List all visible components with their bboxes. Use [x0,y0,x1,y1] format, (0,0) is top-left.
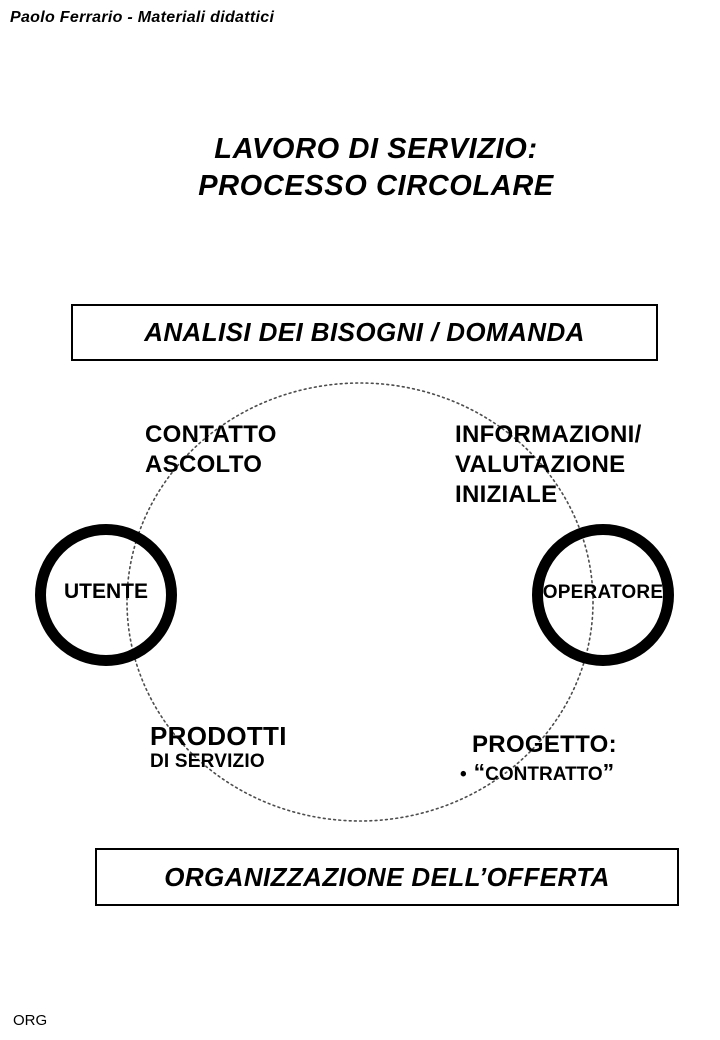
phase-contatto-line-2: ASCOLTO [145,451,263,478]
phase-informazioni-line-1: INFORMAZIONI/ [455,421,642,448]
open-quote: “ [473,759,486,785]
phase-prodotti-di-servizio: PRODOTTI DI SERVIZIO [150,721,287,773]
analysis-box: ANALISI DEI BISOGNI / DOMANDA [71,304,658,361]
header-author: Paolo Ferrario - Materiali didattici [10,9,275,26]
bullet-icon: • [460,764,467,785]
phase-informazioni-line-3: INIZIALE [455,481,558,508]
phase-progetto-bullet-text: CONTRATTO [485,764,603,785]
phase-informazioni-line-2: VALUTAZIONE [455,451,626,478]
operatore-node-circle [532,524,674,666]
footer-org-code: ORG [13,1012,48,1029]
phase-prodotti-sub: DI SERVIZIO [150,751,265,772]
page-title-line-1: LAVORO DI SERVIZIO: [214,133,538,165]
phase-progetto-contratto: PROGETTO: • “CONTRATTO” [460,731,617,787]
page-title: LAVORO DI SERVIZIO: PROCESSO CIRCOLARE [36,131,716,205]
phase-prodotti-main: PRODOTTI [150,721,287,751]
organization-box-label: ORGANIZZAZIONE DELL’OFFERTA [164,861,610,892]
operatore-node-label: OPERATORE [542,582,664,603]
phase-progetto-bullet-line: • “CONTRATTO” [460,760,617,787]
phase-contatto-ascolto: CONTATTO ASCOLTO [145,420,277,480]
organization-box: ORGANIZZAZIONE DELL’OFFERTA [95,848,679,906]
analysis-box-label: ANALISI DEI BISOGNI / DOMANDA [144,317,585,347]
close-quote: ” [602,759,615,785]
phase-informazioni-valutazione: INFORMAZIONI/ VALUTAZIONE INIZIALE [455,420,642,510]
utente-node-circle [35,524,177,666]
utente-node-label: UTENTE [64,580,148,603]
phase-progetto-main: PROGETTO: [472,731,617,758]
page-title-line-2: PROCESSO CIRCOLARE [198,170,554,202]
phase-contatto-line-1: CONTATTO [145,421,277,448]
